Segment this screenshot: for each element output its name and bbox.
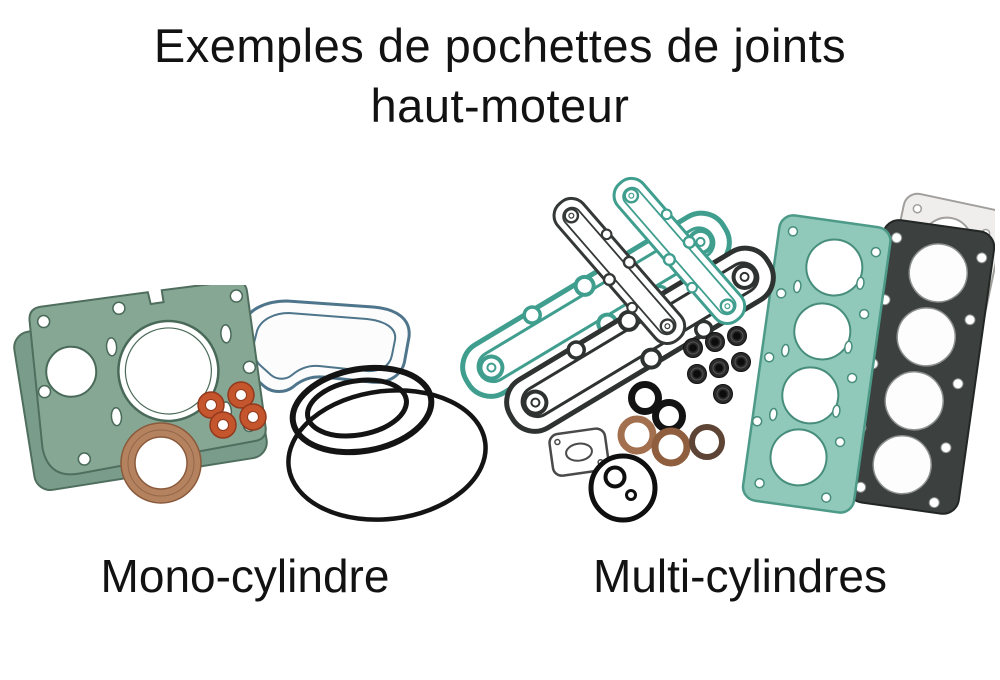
title-line-2: haut-moteur [370, 79, 630, 132]
title-line-1: Exemples de pochettes de joints [153, 19, 847, 72]
head-gasket-teal [741, 214, 892, 514]
multi-cylinder-gasket-kit-photo [425, 150, 995, 530]
multi-cylinder-label: Multi-cylindres [593, 550, 887, 602]
cylinder-base-gasket [28, 285, 267, 476]
round-gasket [588, 453, 658, 523]
orange-washers [197, 381, 267, 439]
copper-rings [617, 415, 725, 467]
small-rectangular-gasket [548, 427, 610, 477]
o-ring-large-thin [286, 388, 488, 522]
o-rings-small [628, 381, 686, 433]
valve-stem-seals [683, 326, 751, 404]
page-title: Exemples de pochettes de joints haut-mot… [0, 16, 1000, 136]
mono-cylinder-label: Mono-cylindre [100, 550, 390, 602]
copper-ring [120, 422, 202, 504]
o-ring-pair [289, 364, 435, 456]
mono-cylinder-gasket-kit-photo [5, 285, 495, 545]
